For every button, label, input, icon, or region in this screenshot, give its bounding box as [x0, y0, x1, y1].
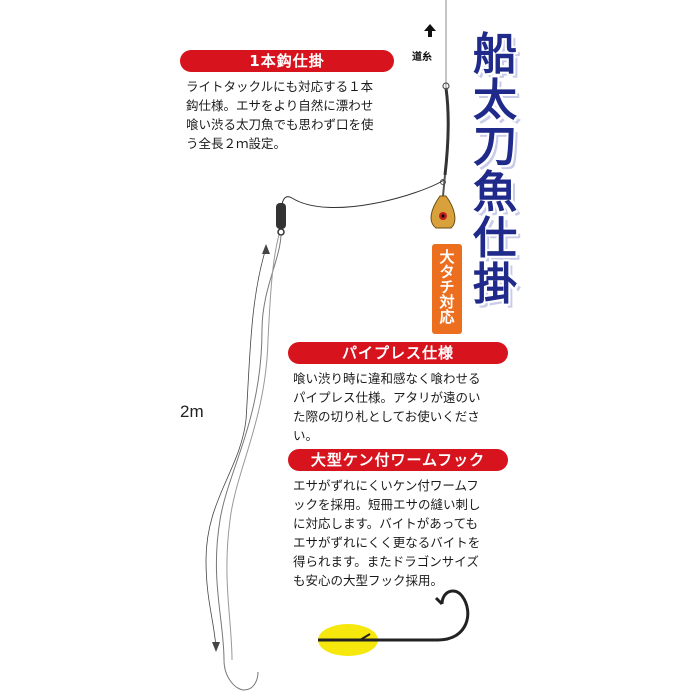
section-text-pipeless: 喰い渋り時に違和感なく喰わせる パイプレス仕様。アタリが遠のい た際の切り札とし… — [293, 369, 481, 445]
section-text-worm-hook: エサがずれにくいケン付ワームフ ックを採用。短冊エサの縫い刺し に対応します。バ… — [293, 476, 481, 590]
text-line: 得られます。またドラゴンサイズ — [293, 554, 479, 569]
text-line: パイプレス仕様。アタリが遠のい — [293, 390, 481, 405]
text-line: エサがずれにくいケン付ワームフ — [293, 478, 479, 493]
leader-main-2 — [226, 234, 280, 661]
tag-char: チ — [439, 278, 455, 296]
tag-char: 対 — [439, 293, 455, 311]
text-line: も安心の大型フック採用。 — [293, 573, 444, 588]
sinker-icon — [430, 195, 456, 229]
tag-char: タ — [439, 263, 455, 281]
text-line: ックを採用。短冊エサの縫い刺し — [293, 497, 481, 512]
text-line: に対応します。バイトがあっても — [293, 516, 479, 531]
text-line: た際の切り札としてお使いくださ — [293, 409, 480, 424]
top-swivel-icon — [442, 82, 450, 90]
length-label: 2m — [180, 402, 204, 421]
section-heading-single-hook: 1本鈎仕掛 — [180, 50, 394, 72]
section-text-single-hook: ライトタックルにも対応する１本 鈎仕様。エサをより自然に漂わせ 喰い渋る太刀魚で… — [186, 77, 374, 153]
product-title: 船 太 刀 魚 仕 掛 — [462, 32, 528, 308]
text-line: 鈎仕様。エサをより自然に漂わせ — [186, 98, 374, 113]
sinker-connector — [442, 174, 446, 197]
section-heading-worm-hook: 大型ケン付ワームフック — [288, 449, 508, 471]
dimension-arrow-top — [262, 244, 270, 254]
title-char: 仕 — [473, 213, 517, 264]
text-line: う全長２ｍ設定。 — [186, 136, 287, 151]
text-line: 喰い渋り時に違和感なく喰わせる — [293, 371, 481, 386]
leader-main — [215, 234, 282, 691]
up-arrow-icon — [424, 24, 436, 37]
title-char: 船 — [473, 29, 517, 80]
text-line: い。 — [293, 428, 319, 443]
swivel-icon — [276, 203, 286, 236]
tube-section — [443, 87, 450, 176]
title-char: 太 — [473, 75, 517, 126]
size-tag: 大 タ チ 対 応 — [432, 244, 462, 334]
hook-icon — [318, 589, 470, 656]
section-heading-pipeless: パイプレス仕様 — [288, 342, 508, 364]
line-label: 道糸 — [412, 52, 432, 63]
text-line: ライトタックルにも対応する１本 — [186, 79, 374, 94]
title-char: 刀 — [473, 121, 517, 172]
dimension-line — [205, 247, 267, 649]
title-char: 魚 — [473, 167, 517, 218]
leader-upper — [281, 179, 445, 209]
title-char: 掛 — [473, 259, 517, 310]
dimension-arrow-bottom — [212, 642, 220, 652]
text-line: エサがずれにくく更なるバイトを — [293, 535, 481, 550]
tag-char: 応 — [439, 308, 455, 326]
text-line: 喰い渋る太刀魚でも思わず口を使 — [186, 117, 374, 132]
tag-char: 大 — [439, 248, 455, 266]
